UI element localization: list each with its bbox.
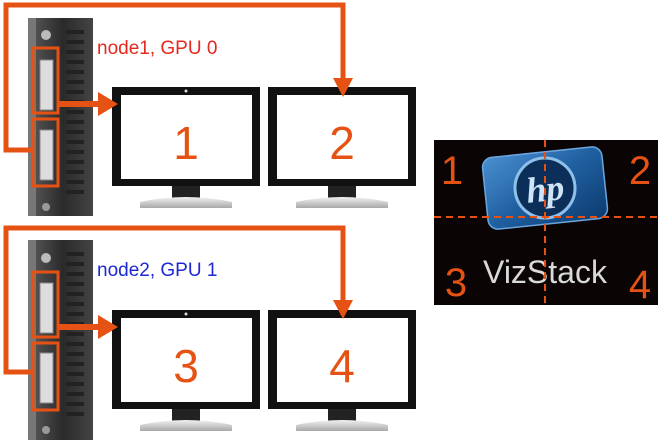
- tile-quadrant-4: 4: [629, 263, 651, 307]
- dvi-port-highlight-1a: [31, 46, 60, 115]
- monitor-2-number: 2: [329, 117, 355, 169]
- connection-arrows-node1: [3, 2, 353, 153]
- tile-quadrant-3: 3: [445, 261, 467, 305]
- monitor-4-number: 4: [329, 340, 355, 392]
- connection-arrows-node2: [3, 225, 353, 375]
- monitor-3-number: 3: [173, 340, 199, 392]
- monitor-1: 1: [112, 87, 260, 208]
- gpu-card-1: [28, 18, 93, 216]
- dvi-port-highlight-2b: [31, 341, 60, 412]
- node1-group: 1 2 node1, GPU 0: [3, 2, 416, 216]
- node2-group: 3 4 node2, GPU 1: [3, 225, 416, 440]
- node2-label: node2, GPU 1: [97, 260, 217, 281]
- tiled-display-preview: hp VizStack 1 2 3 4: [434, 140, 658, 307]
- monitor-4: 4: [268, 310, 416, 431]
- gpu-card-2: [28, 240, 93, 440]
- monitor-3: 3: [112, 310, 260, 431]
- monitor-2: 2: [268, 87, 416, 208]
- tile-quadrant-1: 1: [441, 149, 463, 193]
- monitor-1-number: 1: [173, 117, 199, 169]
- tile-quadrant-2: 2: [629, 149, 651, 193]
- node1-label: node1, GPU 0: [97, 38, 217, 59]
- dvi-port-highlight-2a: [31, 270, 60, 339]
